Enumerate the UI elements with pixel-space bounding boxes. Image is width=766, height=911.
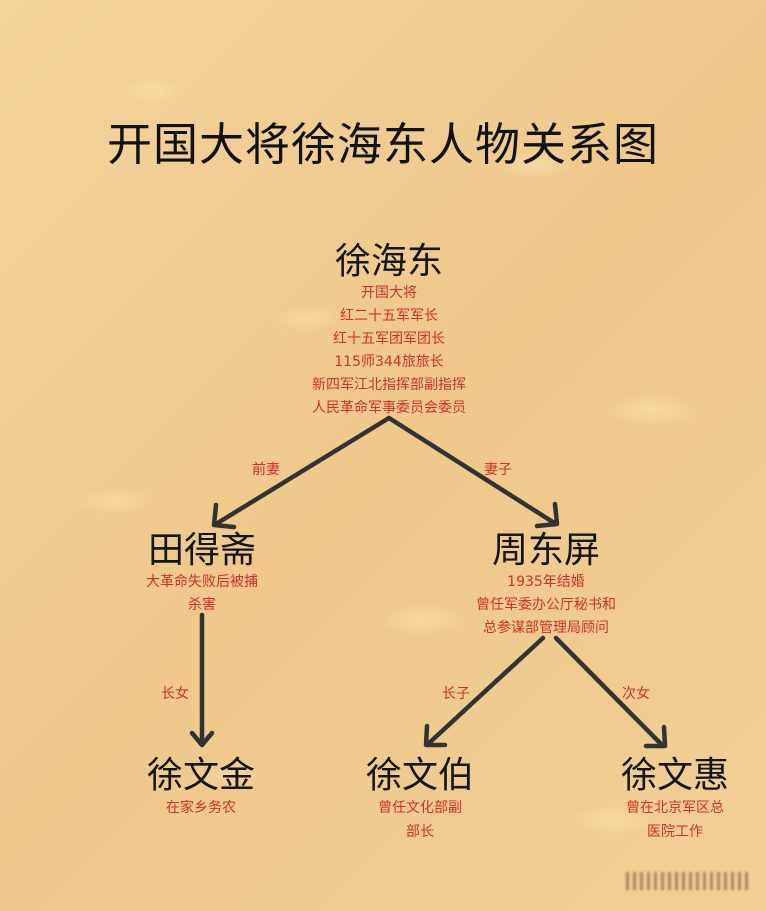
arrow-zhou-to-wenbo: [425, 635, 546, 747]
arrow-root-to-zhou: [386, 415, 559, 527]
arrowhead-wenhui: [643, 724, 668, 749]
arrow-zhou-to-wenhui: [553, 635, 666, 749]
watermark: [626, 872, 748, 890]
arrowhead-wenbo: [423, 723, 448, 748]
person-desc: 杀害: [188, 597, 216, 613]
person-name: 徐文金: [146, 755, 256, 796]
person-desc: 大革命失败后被捕: [146, 574, 258, 590]
person-tian-dezhai: 田得斋 大革命失败后被捕 杀害: [146, 531, 258, 617]
relation-label-former-wife: 前妻: [252, 462, 280, 478]
arrow-root-to-tian: [213, 415, 392, 527]
diagram-title: 开国大将徐海东人物关系图: [106, 118, 659, 171]
person-name: 田得斋: [147, 530, 256, 571]
person-desc: 红十五军团军团长: [333, 331, 445, 347]
person-xu-wenbo: 徐文伯 曾任文化部副 部长: [366, 756, 474, 844]
person-desc: 总参谋部管理局顾问: [483, 620, 609, 636]
person-name: 周东屏: [491, 530, 600, 571]
person-desc: 在家乡务农: [165, 800, 236, 816]
person-desc: 人民革命军事委员会委员: [312, 400, 466, 416]
person-zhou-dongping: 周东屏 1935年结婚 曾任军委办公厅秘书和 总参谋部管理局顾问: [476, 531, 616, 640]
person-name: 徐文惠: [620, 755, 730, 796]
person-desc: 医院工作: [646, 824, 703, 840]
person-desc: 新四军江北指挥部副指挥: [312, 377, 466, 393]
person-desc: 1935年结婚: [507, 574, 585, 590]
person-desc: 115师344旅旅长: [334, 354, 444, 370]
person-desc: 部长: [405, 824, 434, 840]
person-desc: 曾任文化部副: [377, 800, 462, 816]
arrowhead-tian: [211, 502, 237, 530]
person-desc: 开国大将: [361, 285, 417, 301]
relation-label-eldest-daughter: 长女: [161, 686, 189, 702]
person-xu-wenhui: 徐文惠 曾在北京军区总 医院工作: [621, 756, 729, 844]
person-desc: 曾在北京军区总: [625, 800, 724, 816]
person-desc: 红二十五军军长: [340, 308, 438, 324]
person-xu-haidong: 徐海东 开国大将 红二十五军军长 红十五军团军团长 115师344旅旅长 新四军…: [312, 242, 466, 420]
person-name: 徐海东: [334, 241, 443, 282]
person-name: 徐文伯: [365, 755, 475, 796]
arrowhead-zhou: [534, 501, 560, 529]
relation-label-second-daughter: 次女: [622, 686, 650, 702]
person-xu-wenjin: 徐文金 在家乡务农: [147, 756, 255, 820]
relation-label-eldest-son: 长子: [442, 686, 470, 702]
arrowhead-wenjin: [189, 730, 215, 748]
relation-label-wife: 妻子: [484, 462, 512, 478]
person-desc: 曾任军委办公厅秘书和: [476, 597, 616, 613]
